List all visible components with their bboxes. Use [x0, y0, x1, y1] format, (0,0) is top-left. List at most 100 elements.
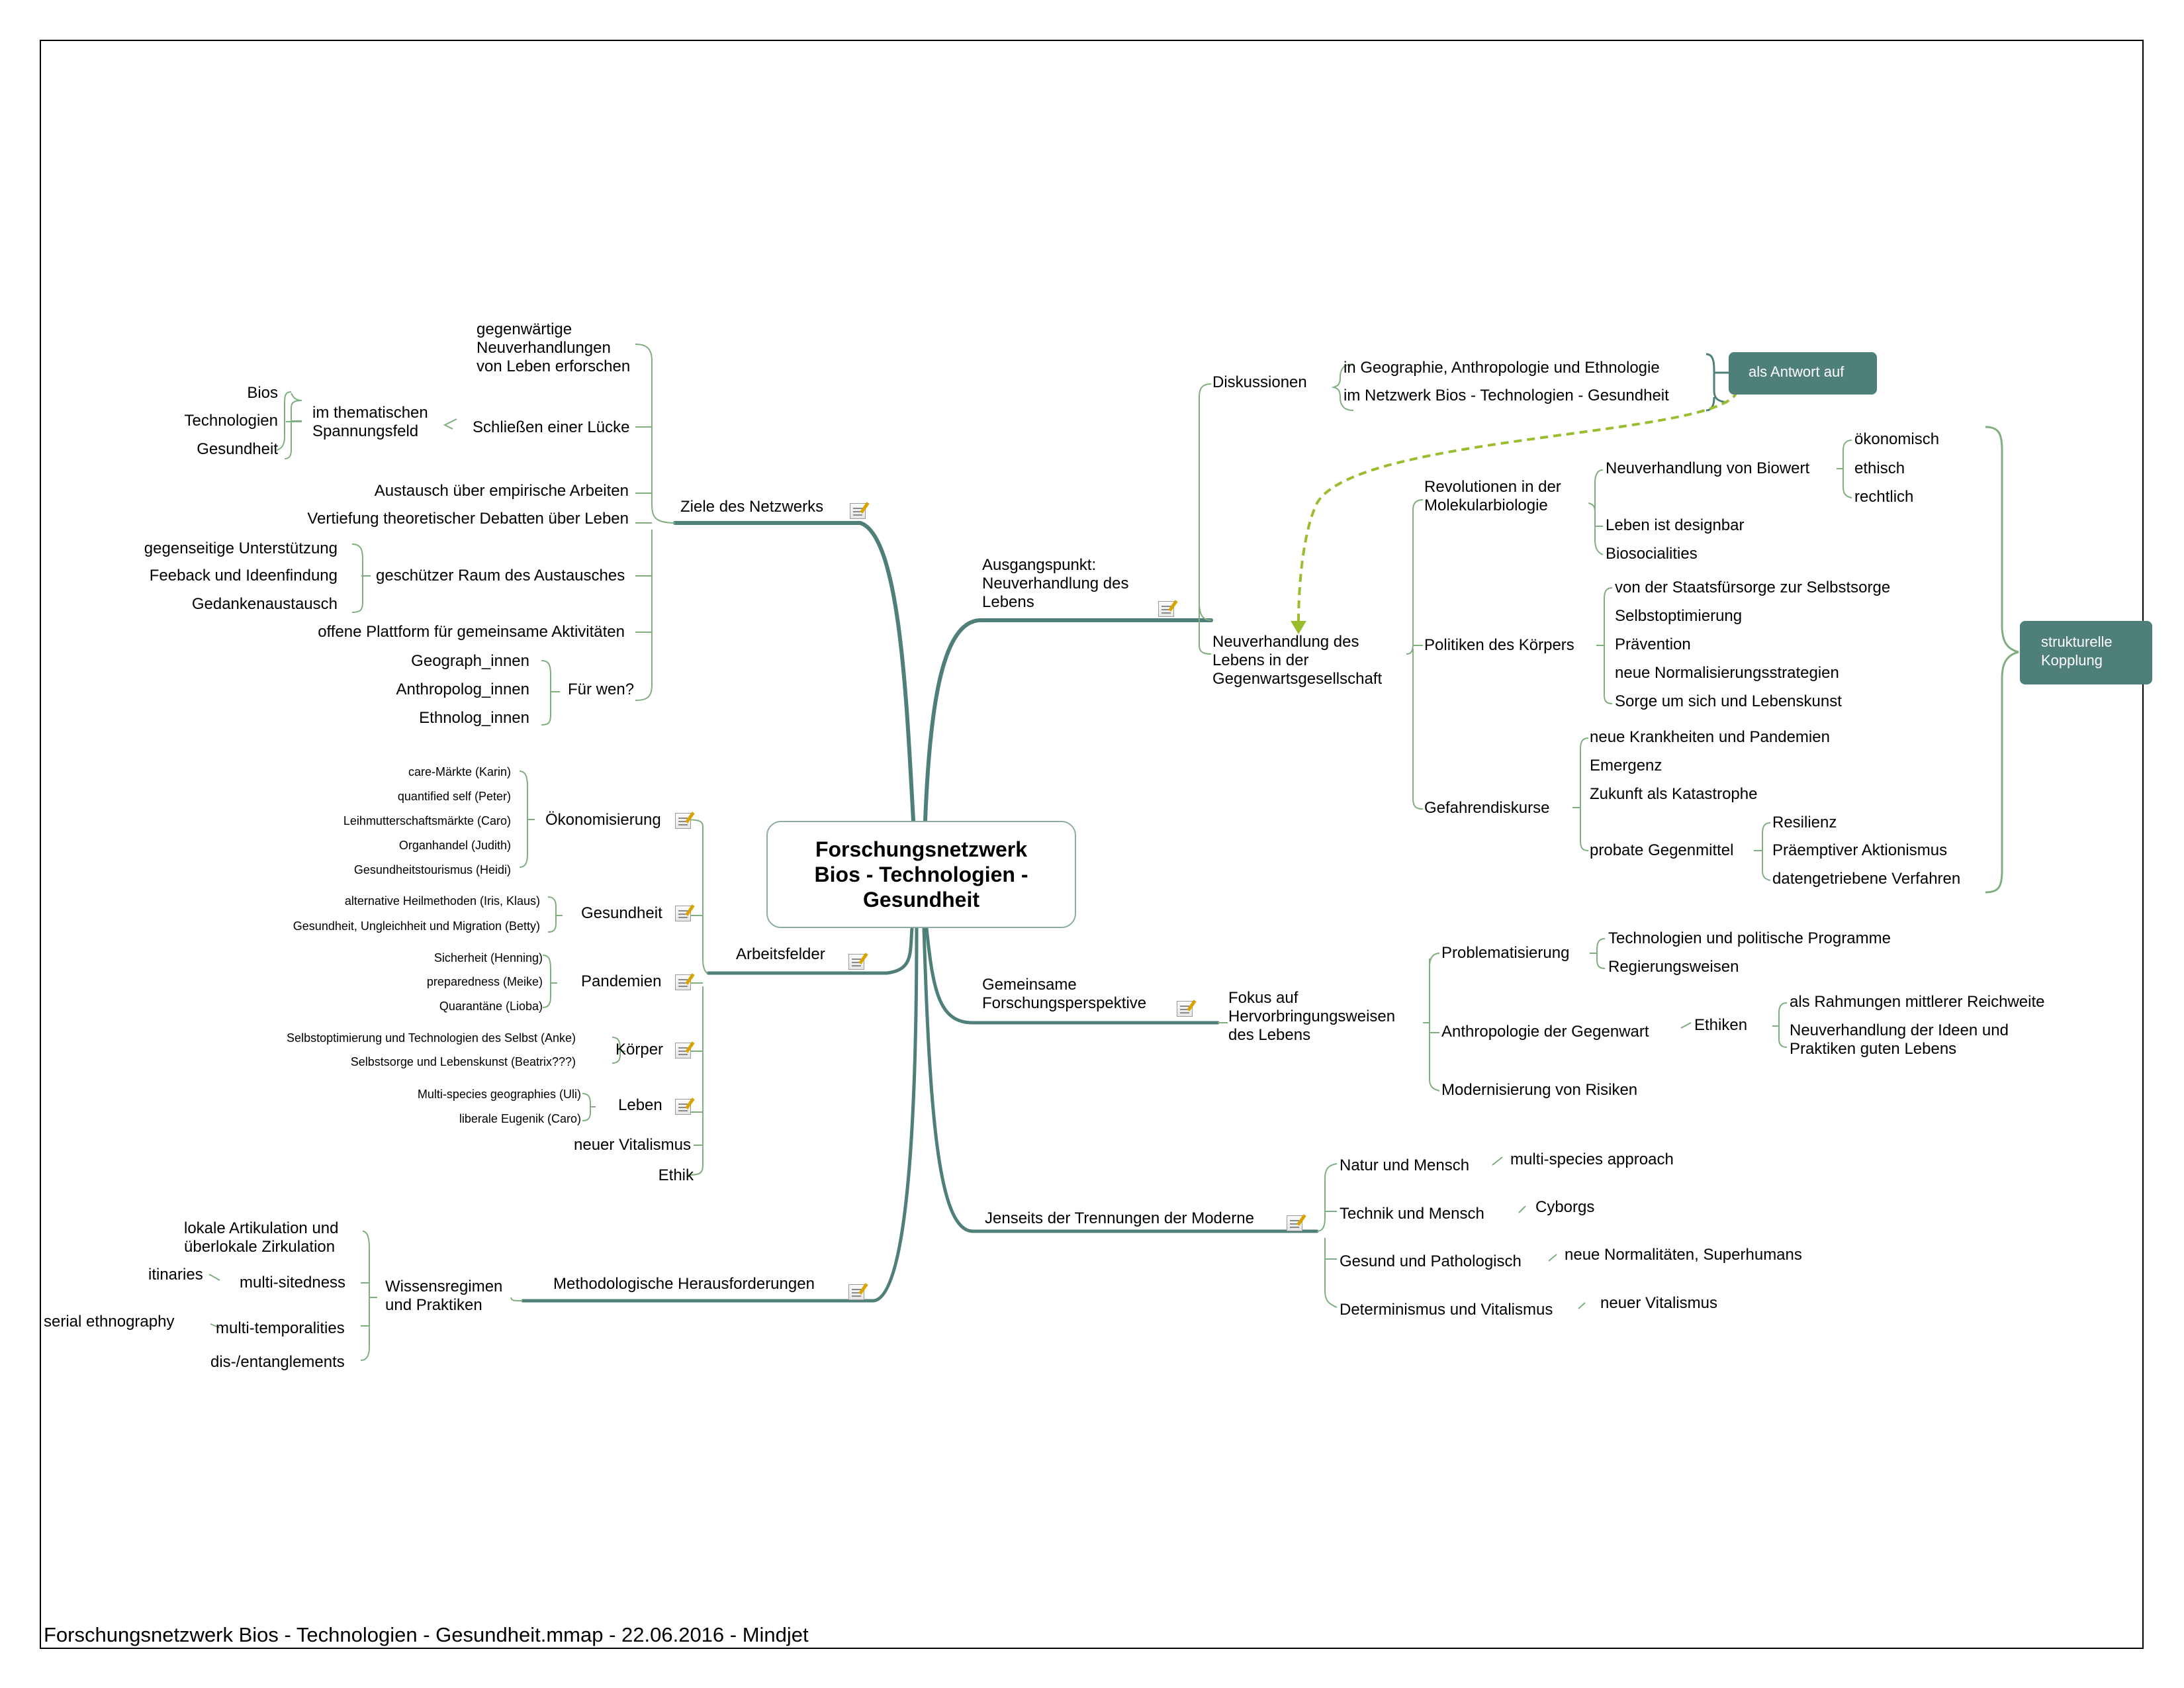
topic-heilmethoden[interactable]: alternative Heilmethoden (Iris, Klaus) [344, 894, 540, 908]
topic-krankheiten[interactable]: neue Krankheiten und Pandemien [1590, 728, 1830, 746]
topic-ethiken[interactable]: Ethiken [1694, 1016, 1748, 1034]
topic-gegenwaertige[interactable]: gegenwärtige Neuverhandlungen von Leben … [477, 320, 631, 375]
topic-pandemien[interactable]: Pandemien [581, 972, 662, 990]
topic-gesundheitstourismus[interactable]: Gesundheitstourismus (Heidi) [353, 863, 511, 876]
topic-neuverhandlung-lebens[interactable]: Neuverhandlung des Lebens in der Gegenwa… [1212, 633, 1383, 688]
note-icon[interactable] [675, 1099, 691, 1115]
topic-selbstoptimierung-selbst[interactable]: Selbstoptimierung und Technologien des S… [287, 1031, 576, 1045]
topic-unterstuetzung[interactable]: gegenseitige Unterstützung [144, 539, 338, 557]
topic-feeback[interactable]: Feeback und Ideenfindung [149, 567, 338, 585]
topic-gesundheit[interactable]: Gesundheit [197, 440, 278, 458]
topic-emergenz[interactable]: Emergenz [1590, 757, 1662, 774]
topic-praevention[interactable]: Prävention [1615, 635, 1691, 653]
topic-multi-species-approach[interactable]: multi-species approach [1510, 1150, 1674, 1168]
note-icon[interactable] [1287, 1215, 1302, 1231]
topic-neuer-vitalismus[interactable]: neuer Vitalismus [1600, 1294, 1717, 1312]
topic-sicherheit[interactable]: Sicherheit (Henning) [433, 951, 543, 964]
topic-preparedness[interactable]: preparedness (Meike) [426, 975, 543, 988]
topic-organhandel[interactable]: Organhandel (Judith) [398, 839, 511, 852]
note-icon[interactable] [675, 1043, 691, 1058]
topic-geographie[interactable]: in Geographie, Anthropologie und Ethnolo… [1343, 359, 1660, 377]
topic-entanglements[interactable]: dis-/entanglements [210, 1353, 345, 1371]
central-topic[interactable]: Forschungsnetzwerk Bios - Technologien -… [766, 821, 1076, 928]
topic-problematisierung[interactable]: Problematisierung [1441, 944, 1570, 962]
callout-als-antwort-auf[interactable]: als Antwort auf [1729, 352, 1877, 395]
topic-neuer-vitalismus-af[interactable]: neuer Vitalismus [574, 1136, 691, 1154]
topic-datengetrieben[interactable]: datengetriebene Verfahren [1772, 870, 1961, 888]
topic-determinismus[interactable]: Determinismus und Vitalismus [1340, 1301, 1553, 1319]
topic-designbar[interactable]: Leben ist designbar [1606, 516, 1745, 534]
topic-ziele[interactable]: Ziele des Netzwerks [680, 498, 824, 516]
topic-spannungsfeld[interactable]: im thematischen Spannungsfeld [312, 404, 428, 440]
topic-vertiefung[interactable]: Vertiefung theoretischer Debatten über L… [307, 510, 629, 528]
topic-ethnolog[interactable]: Ethnolog_innen [419, 709, 529, 727]
topic-geograph[interactable]: Geograph_innen [411, 652, 529, 670]
topic-im-netzwerk[interactable]: im Netzwerk Bios - Technologien - Gesund… [1343, 387, 1669, 404]
topic-leben[interactable]: Leben [618, 1096, 662, 1114]
topic-gutes-leben[interactable]: Neuverhandlung der Ideen und Praktiken g… [1790, 1021, 2009, 1058]
topic-luecke[interactable]: Schließen einer Lücke [473, 418, 630, 436]
topic-normalitaeten[interactable]: neue Normalitäten, Superhumans [1565, 1246, 1802, 1264]
callout-strukturelle-kopplung[interactable]: strukturelle Kopplung [2020, 621, 2152, 684]
topic-programme[interactable]: Technologien und politische Programme [1608, 929, 1891, 947]
topic-gefahrendiskurse[interactable]: Gefahrendiskurse [1424, 799, 1550, 817]
topic-af-gesundheit[interactable]: Gesundheit [581, 904, 662, 922]
note-icon[interactable] [1177, 1001, 1193, 1017]
topic-gedanken[interactable]: Gedankenaustausch [191, 595, 338, 613]
topic-raum[interactable]: geschützer Raum des Austausches [376, 567, 625, 585]
topic-politiken-koerper[interactable]: Politiken des Körpers [1424, 636, 1574, 654]
topic-normalisierung[interactable]: neue Normalisierungsstrategien [1615, 664, 1839, 682]
topic-sorge-um-sich[interactable]: Sorge um sich und Lebenskunst [1615, 692, 1842, 710]
topic-resilienz[interactable]: Resilienz [1772, 814, 1837, 831]
topic-lokale-artikulation[interactable]: lokale Artikulation und überlokale Zirku… [184, 1219, 339, 1256]
topic-bios[interactable]: Bios [247, 384, 278, 402]
topic-multi-temporalities[interactable]: multi-temporalities [216, 1319, 345, 1337]
topic-forschungsperspektive[interactable]: Gemeinsame Forschungsperspektive [982, 976, 1147, 1012]
note-icon[interactable] [675, 906, 691, 921]
topic-quantified-self[interactable]: quantified self (Peter) [397, 790, 511, 803]
topic-plattform[interactable]: offene Plattform für gemeinsame Aktivitä… [318, 623, 625, 641]
topic-gegenmittel[interactable]: probate Gegenmittel [1590, 841, 1734, 859]
topic-aktionismus[interactable]: Präemptiver Aktionismus [1772, 841, 1948, 859]
note-icon[interactable] [675, 974, 691, 990]
topic-oekonomisierung[interactable]: Ökonomisierung [545, 811, 661, 829]
topic-eugenik[interactable]: liberale Eugenik (Caro) [459, 1112, 581, 1125]
topic-technik-mensch[interactable]: Technik und Mensch [1340, 1205, 1484, 1223]
topic-rahmungen[interactable]: als Rahmungen mittlerer Reichweite [1790, 993, 2045, 1011]
topic-multispecies-geographies[interactable]: Multi-species geographies (Uli) [417, 1088, 581, 1101]
topic-biowert[interactable]: Neuverhandlung von Biowert [1606, 459, 1810, 477]
note-icon[interactable] [850, 503, 866, 519]
note-icon[interactable] [848, 1284, 864, 1300]
topic-ausgangspunkt[interactable]: Ausgangspunkt: Neuverhandlung des Lebens [982, 556, 1129, 611]
topic-care-maerkte[interactable]: care-Märkte (Karin) [408, 765, 511, 778]
topic-itinaries[interactable]: itinaries [148, 1266, 203, 1284]
topic-staatsfuersorge[interactable]: von der Staatsfürsorge zur Selbstsorge [1615, 579, 1891, 596]
topic-methodologie[interactable]: Methodologische Herausforderungen [553, 1275, 815, 1293]
topic-fuer-wen[interactable]: Für wen? [568, 680, 635, 698]
topic-diskussionen[interactable]: Diskussionen [1212, 373, 1307, 391]
topic-ethisch[interactable]: ethisch [1854, 459, 1905, 477]
note-icon[interactable] [675, 813, 691, 829]
topic-anthropologie-gegenwart[interactable]: Anthropologie der Gegenwart [1441, 1023, 1649, 1041]
topic-jenseits[interactable]: Jenseits der Trennungen der Moderne [985, 1209, 1254, 1227]
topic-anthropolog[interactable]: Anthropolog_innen [396, 680, 529, 698]
topic-cyborgs[interactable]: Cyborgs [1535, 1198, 1595, 1216]
note-icon[interactable] [848, 954, 864, 970]
topic-biosocialities[interactable]: Biosocialities [1606, 545, 1698, 563]
topic-fokus[interactable]: Fokus auf Hervorbringungsweisen des Lebe… [1228, 989, 1396, 1044]
topic-regierungsweisen[interactable]: Regierungsweisen [1608, 958, 1739, 976]
topic-rechtlich[interactable]: rechtlich [1854, 488, 1914, 506]
topic-katastrophe[interactable]: Zukunft als Katastrophe [1590, 785, 1758, 803]
topic-austausch[interactable]: Austausch über empirische Arbeiten [374, 482, 629, 500]
topic-selbstsorge[interactable]: Selbstsorge und Lebenskunst (Beatrix???) [350, 1055, 576, 1068]
topic-revolutionen[interactable]: Revolutionen in der Molekularbiologie [1424, 478, 1561, 514]
topic-wissensregimen[interactable]: Wissensregimen und Praktiken [385, 1278, 503, 1314]
topic-ethik[interactable]: Ethik [658, 1166, 694, 1184]
topic-quarantaene[interactable]: Quarantäne (Lioba) [439, 1000, 543, 1013]
topic-migration[interactable]: Gesundheit, Ungleichheit und Migration (… [293, 919, 540, 933]
topic-arbeitsfelder[interactable]: Arbeitsfelder [736, 945, 825, 963]
topic-natur-mensch[interactable]: Natur und Mensch [1340, 1156, 1470, 1174]
topic-technologien[interactable]: Technologien [184, 412, 278, 430]
topic-selbstoptimierung[interactable]: Selbstoptimierung [1615, 607, 1743, 625]
topic-koerper[interactable]: Körper [615, 1041, 664, 1058]
